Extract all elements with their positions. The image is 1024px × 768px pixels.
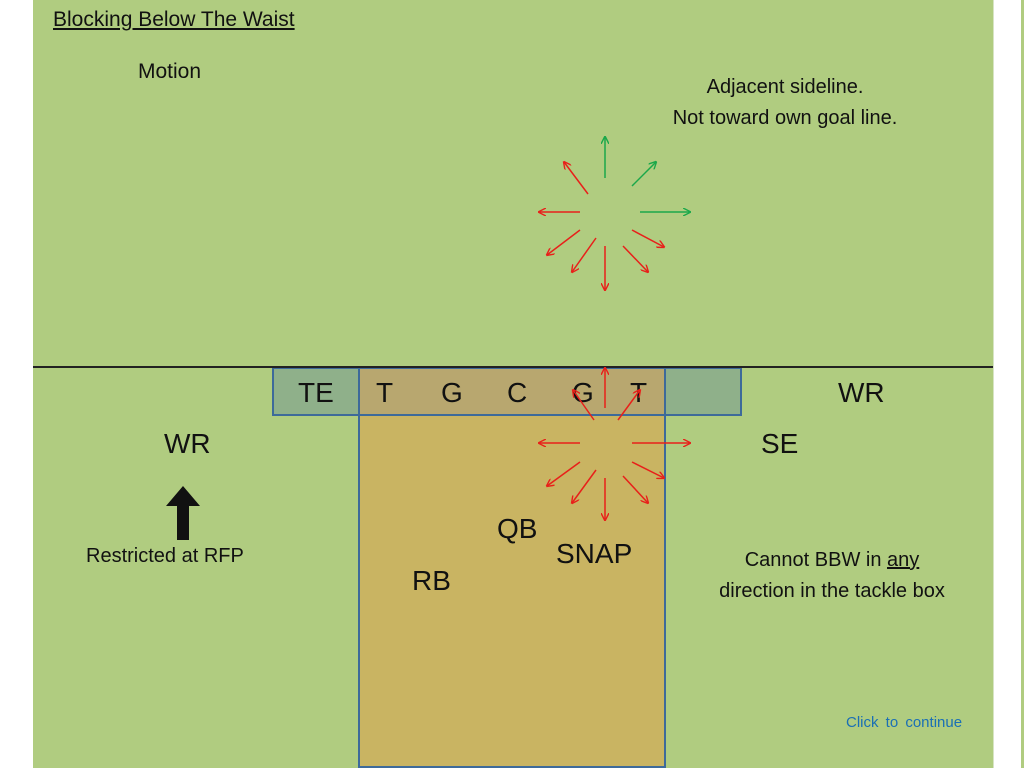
player-wr-right: WR — [838, 377, 885, 408]
motion-rule-note: Adjacent sideline. Not toward own goal l… — [640, 72, 930, 134]
slide-title: Blocking Below The Waist — [53, 8, 295, 31]
restricted-at-rfp-label: Restricted at RFP — [86, 545, 244, 567]
bbw-note-line2: direction in the tackle box — [719, 580, 945, 602]
player-rb: RB — [412, 565, 451, 596]
player-wr-left: WR — [164, 428, 211, 459]
tackle-box — [358, 367, 666, 768]
player-right-guard: G — [572, 377, 594, 408]
player-se: SE — [761, 428, 799, 459]
tackle-box-rule-note: Cannot BBW in any direction in the tackl… — [690, 545, 974, 607]
snap-label: SNAP — [556, 538, 633, 569]
player-right-tackle: T — [630, 377, 648, 408]
motion-note-line2: Not toward own goal line. — [672, 107, 898, 129]
player-center: C — [507, 377, 528, 408]
player-left-guard: G — [441, 377, 463, 408]
black-up-arrow-icon — [166, 486, 200, 545]
motion-note-line1: Adjacent sideline. — [706, 76, 864, 98]
slide-edge — [993, 0, 1024, 768]
bbw-note-emphasis: any — [887, 549, 920, 571]
player-te: TE — [298, 377, 334, 408]
motion-label: Motion — [138, 60, 202, 83]
tackle-box-line-zone — [358, 367, 666, 416]
line-of-scrimmage — [33, 366, 993, 368]
continue-link[interactable]: Click to continue — [846, 714, 963, 731]
player-qb: QB — [497, 513, 538, 544]
bbw-note-text: Cannot BBW in — [744, 549, 888, 571]
player-left-tackle: T — [376, 377, 394, 408]
